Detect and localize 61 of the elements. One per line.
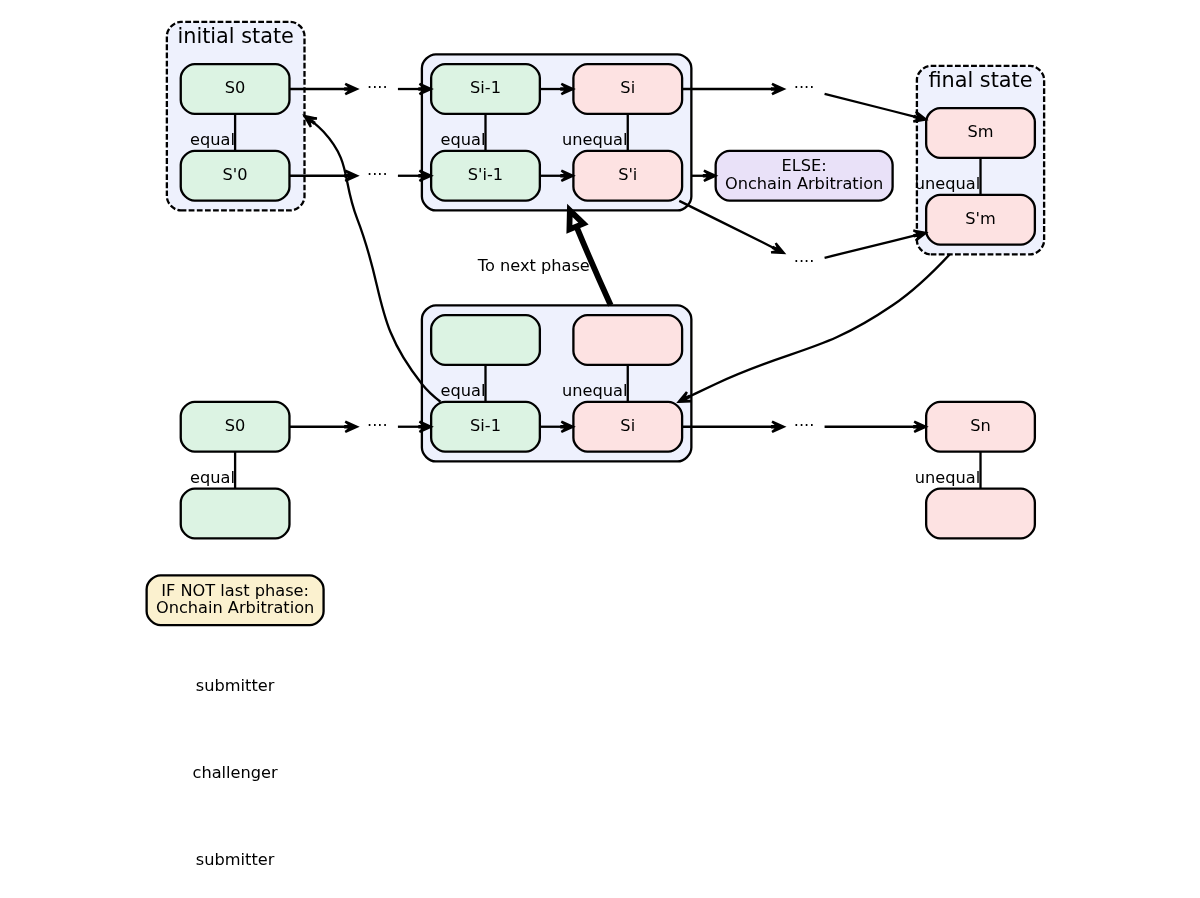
arrow (824, 92, 927, 123)
edge-label: unequal (562, 130, 628, 150)
arrow (539, 420, 575, 434)
node-box (572, 313, 684, 366)
arrow (397, 169, 433, 183)
edge-label: equal (190, 130, 236, 150)
arrow (677, 253, 951, 403)
connector (484, 365, 487, 402)
arrow (289, 420, 359, 434)
node-box: S'0 (179, 149, 291, 202)
label: submitter (195, 849, 275, 869)
arrow (678, 199, 785, 255)
connector (979, 158, 982, 195)
edge-label: To next phase (477, 256, 590, 276)
node-text: ···· (793, 78, 815, 98)
node-text: ···· (793, 251, 815, 271)
connector (233, 451, 237, 489)
node-text: ···· (793, 416, 815, 436)
node-box: S'm (925, 193, 1037, 246)
edge-label: equal (440, 130, 486, 150)
arrow (397, 82, 433, 96)
arrow (303, 114, 442, 403)
node-box: Si-1 (430, 400, 541, 453)
node-text: ···· (367, 416, 388, 436)
node-box (179, 487, 291, 540)
label: submitter (195, 676, 275, 696)
label: challenger (192, 762, 278, 782)
node-text: ···· (367, 165, 388, 185)
connector (233, 114, 237, 151)
node-box: ELSE: Onchain Arbitration (714, 149, 894, 202)
node-box: S0 (179, 63, 291, 116)
arrow (682, 82, 785, 96)
node-text: ···· (367, 78, 388, 98)
arrow (539, 82, 575, 96)
edge-label: unequal (914, 468, 981, 488)
node-box: Si-1 (430, 63, 541, 116)
node-box: S'i (572, 149, 684, 202)
node-box: S'i-1 (430, 149, 541, 202)
node-box (925, 487, 1037, 540)
connector (626, 114, 629, 151)
arrow (566, 203, 614, 307)
arrow (824, 229, 927, 259)
arrow (682, 420, 785, 434)
node-box: IF NOT last phase: Onchain Arbitration (145, 574, 325, 627)
node-box (430, 313, 541, 366)
node-box: S0 (179, 400, 291, 453)
connector (979, 451, 982, 489)
edge-label: equal (440, 381, 486, 401)
edge-label: unequal (562, 381, 628, 401)
edge-label: unequal (914, 174, 981, 194)
arrow (539, 169, 575, 183)
arrow (824, 420, 927, 434)
arrow (397, 420, 433, 434)
arrow (289, 82, 359, 96)
connector (626, 365, 629, 402)
node-box: Sm (925, 106, 1037, 159)
edge-label: equal (190, 468, 236, 488)
node-box: Si (572, 400, 684, 453)
node-box: Si (572, 63, 684, 116)
node-box: Sn (925, 400, 1037, 453)
connector (484, 114, 487, 151)
